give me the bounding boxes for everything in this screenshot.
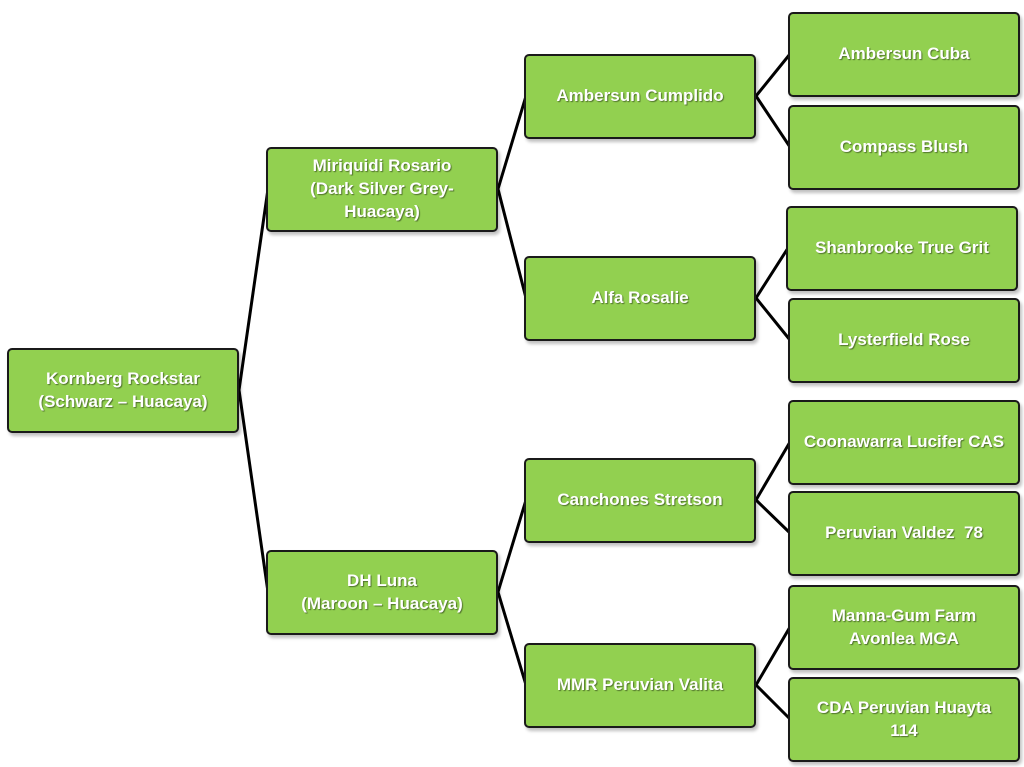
connector-ss-ssd	[754, 94, 792, 149]
node-ambersun-cumplido: Ambersun Cumplido	[524, 54, 756, 139]
node-mmr-peruvian-valita: MMR Peruvian Valita	[524, 643, 756, 728]
node-coonawarra-lucifer-cas: Coonawarra Lucifer CAS	[788, 400, 1020, 485]
connector-ds-dsd	[754, 498, 792, 535]
node-lysterfield-rose: Lysterfield Rose	[788, 298, 1020, 383]
connector-sd-sds	[754, 246, 790, 300]
node-manna-gum-farm-avonlea-mga: Manna-Gum Farm Avonlea MGA	[788, 585, 1020, 670]
connector-sire-sire-sire	[496, 94, 528, 191]
connector-ds-dss	[754, 440, 792, 502]
node-shanbrooke-true-grit: Shanbrooke True Grit	[786, 206, 1018, 291]
node-peruvian-valdez-78: Peruvian Valdez 78	[788, 491, 1020, 576]
node-line: Manna-Gum Farm	[831, 605, 977, 625]
node-ambersun-cuba: Ambersun Cuba	[788, 12, 1020, 97]
node-compass-blush: Compass Blush	[788, 105, 1020, 190]
connector-root-dam	[237, 388, 270, 594]
node-canchones-stretson: Canchones Stretson	[524, 458, 756, 543]
connector-sd-sdd	[754, 296, 792, 342]
node-line: Compass Blush	[839, 137, 969, 157]
node-line: DH Luna	[347, 570, 417, 590]
node-line: Lysterfield Rose	[838, 330, 970, 350]
connector-ss-sss	[754, 52, 792, 98]
node-line: Avonlea MGA	[849, 628, 959, 648]
node-line: Shanbrooke True Grit	[815, 238, 989, 258]
node-line: Kornberg Rockstar	[46, 368, 200, 388]
node-label: Manna-Gum Farm Avonlea MGA	[832, 605, 977, 651]
node-line: CDA Peruvian Huayta	[816, 697, 992, 717]
node-label: CDA Peruvian Huayta 114	[817, 697, 991, 743]
node-cda-peruvian-huayta-114: CDA Peruvian Huayta 114	[788, 677, 1020, 762]
node-line: Peruvian Valdez 78	[825, 523, 983, 543]
node-kornberg-rockstar: Kornberg Rockstar (Schwarz – Huacaya)	[7, 348, 239, 433]
connector-dam-dam-sire	[496, 498, 528, 594]
node-alfa-rosalie: Alfa Rosalie	[524, 256, 756, 341]
connector-dd-dds	[754, 625, 792, 687]
connector-sire-sire-dam	[496, 187, 528, 300]
node-line: MMR Peruvian Valita	[556, 675, 724, 695]
connector-dam-dam-dam	[496, 590, 528, 687]
node-label: DH Luna (Maroon – Huacaya)	[301, 570, 463, 616]
node-line: Miriquidi Rosario	[312, 156, 452, 176]
node-line: (Schwarz – Huacaya)	[38, 391, 208, 411]
node-line: Coonawarra Lucifer CAS	[803, 432, 1005, 452]
connector-root-sire	[237, 187, 270, 392]
node-label: Miriquidi Rosario (Dark Silver Grey- Hua…	[310, 155, 454, 224]
node-line: (Maroon – Huacaya)	[301, 593, 463, 613]
node-dh-luna: DH Luna (Maroon – Huacaya)	[266, 550, 498, 635]
node-label: Kornberg Rockstar (Schwarz – Huacaya)	[38, 368, 207, 414]
node-line: Ambersun Cuba	[838, 44, 970, 64]
node-miriquidi-rosario: Miriquidi Rosario (Dark Silver Grey- Hua…	[266, 147, 498, 232]
node-line: 114	[890, 720, 918, 740]
node-line: Alfa Rosalie	[591, 288, 689, 308]
connector-dd-ddd	[754, 683, 792, 721]
node-line: Ambersun Cumplido	[556, 86, 724, 106]
node-line: (Dark Silver Grey-	[310, 179, 454, 199]
node-line: Canchones Stretson	[557, 490, 723, 510]
node-line: Huacaya)	[344, 201, 420, 221]
